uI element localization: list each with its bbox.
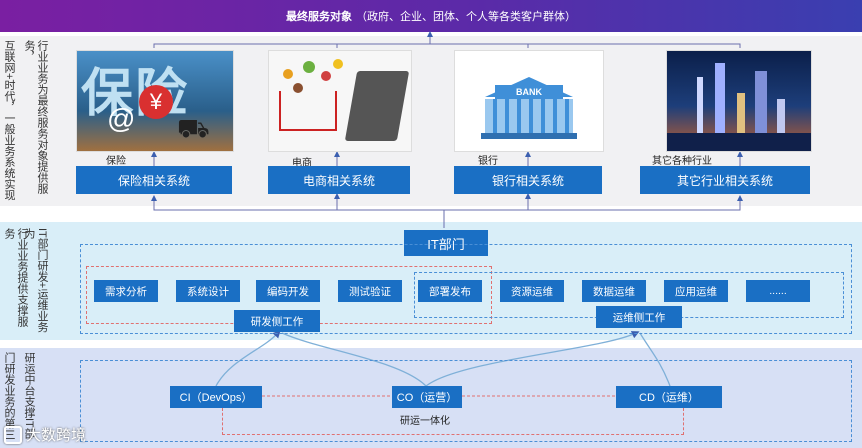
caption-ecommerce: 电商 xyxy=(292,158,312,169)
platform-caption: 研运一体化 xyxy=(400,416,450,427)
task-system-design: 系统设计 xyxy=(176,280,240,302)
other-system-box: 其它行业相关系统 xyxy=(640,166,810,194)
dev-side-label: 研发侧工作 xyxy=(234,310,320,332)
caption-insurance: 保险 xyxy=(106,156,126,167)
ecommerce-image xyxy=(268,50,412,152)
task-resource-ops: 资源运维 xyxy=(500,280,564,302)
banner-title-bold: 最终服务对象 xyxy=(286,11,352,23)
bank-building-icon xyxy=(485,99,573,133)
watermark: 大数跨境 xyxy=(4,424,86,445)
yen-icon: ¥ xyxy=(139,85,173,119)
band3-label-outer: 门研发业务的第三 xyxy=(3,352,15,440)
city-image xyxy=(666,50,812,152)
ops-side-label: 运维侧工作 xyxy=(596,306,682,328)
watermark-text: 大数跨境 xyxy=(26,427,87,444)
band1-label-inner: 行业业务为最终服务对象提供服务， xyxy=(23,40,48,194)
banner-title-rest: （政府、企业、团体、个人等各类客户群体） xyxy=(356,11,576,23)
band2-label-outer: 行业业务提供支撑服务 xyxy=(3,228,28,327)
task-requirement-analysis: 需求分析 xyxy=(94,280,158,302)
task-data-ops: 数据运维 xyxy=(582,280,646,302)
insurance-image: 保险 @ ¥ ⛟ xyxy=(76,50,234,152)
insurance-system-box: 保险相关系统 xyxy=(76,166,232,194)
band3-label-inner: 研运中台支撑IT部 xyxy=(23,352,35,439)
top-banner: 最终服务对象 （政府、企业、团体、个人等各类客户群体） xyxy=(0,0,862,32)
it-work-frame xyxy=(80,244,852,334)
bank-system-box: 银行相关系统 xyxy=(454,166,602,194)
ecommerce-system-box: 电商相关系统 xyxy=(268,166,410,194)
band1-label-outer: 互联网+时代，一般业务系统实现 xyxy=(3,40,15,201)
co-operations-box: CO（运营） xyxy=(392,386,462,408)
laptop-icon xyxy=(344,71,410,141)
task-more: ...... xyxy=(746,280,810,302)
caption-other: 其它各种行业 xyxy=(652,156,712,167)
bank-sign: BANK xyxy=(495,85,563,99)
at-icon: @ xyxy=(107,103,136,134)
cart-icon xyxy=(279,91,337,131)
person-cart-icon: ⛟ xyxy=(177,113,210,143)
band2-label-inner: IT部门研发+运维业务为 xyxy=(23,228,48,333)
task-coding: 编码开发 xyxy=(256,280,320,302)
ci-devops-box: CI（DevOps） xyxy=(170,386,262,408)
task-testing: 测试验证 xyxy=(338,280,402,302)
cd-ops-box: CD（运维） xyxy=(616,386,722,408)
task-deployment: 部署发布 xyxy=(418,280,482,302)
platform-frame xyxy=(80,360,852,442)
bank-image: BANK xyxy=(454,50,604,152)
caption-bank: 银行 xyxy=(478,156,498,167)
task-app-ops: 应用运维 xyxy=(664,280,728,302)
platform-integration-frame xyxy=(222,408,684,435)
watermark-logo-icon xyxy=(4,425,22,444)
